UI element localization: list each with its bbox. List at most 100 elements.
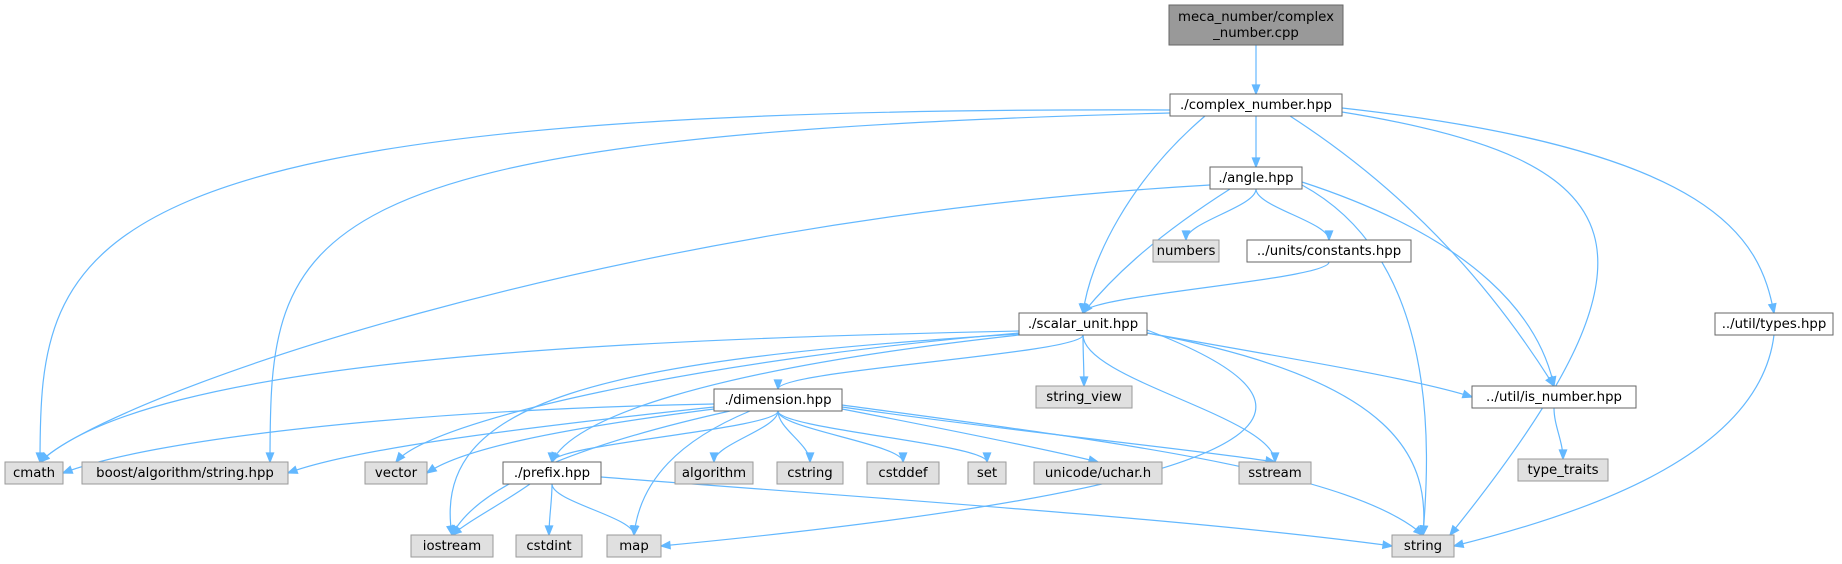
node-box <box>364 461 428 485</box>
edge-line <box>39 109 1171 463</box>
edge-line <box>777 410 904 463</box>
node-scalar_unit_hpp[interactable]: ./scalar_unit.hpp <box>1018 312 1148 336</box>
edge-arrowhead <box>1251 157 1261 169</box>
node-string_view: string_view <box>1035 385 1133 409</box>
edge-arrowhead <box>898 452 908 464</box>
edge-arrowhead <box>547 452 557 464</box>
node-label: _number.cpp <box>1212 26 1299 41</box>
node-label: sstream <box>1248 466 1302 481</box>
node-numbers: numbers <box>1152 239 1220 263</box>
edge-line <box>426 408 715 474</box>
edge-line <box>269 112 1171 463</box>
edge-scalar_unit_hpp-to-map <box>659 329 1257 550</box>
node-angle_hpp[interactable]: ./angle.hpp <box>1209 166 1303 190</box>
edge-arrowhead <box>773 379 783 391</box>
node-type_traits: type_traits <box>1517 458 1609 482</box>
node-box <box>515 534 583 558</box>
edge-line <box>551 334 1020 463</box>
edge-scalar_unit_hpp-to-string <box>1146 332 1429 537</box>
edge-line <box>1185 188 1257 241</box>
node-label: numbers <box>1157 244 1216 259</box>
node-label: ./dimension.hpp <box>724 393 831 408</box>
node-box <box>713 388 843 412</box>
edge-line <box>1146 332 1425 536</box>
edge-dimension_hpp-to-algorithm <box>709 410 779 464</box>
edge-units_constants_hpp-to-scalar_unit_hpp <box>1078 261 1330 315</box>
edge-arrowhead <box>1547 375 1557 388</box>
edge-complex_number_hpp-to-angle_hpp <box>1251 116 1261 169</box>
node-box <box>1238 461 1312 485</box>
edge-line <box>777 334 1084 390</box>
node-prefix_hpp[interactable]: ./prefix.hpp <box>502 461 602 485</box>
edge-arrowhead <box>1452 539 1465 549</box>
edge-util_types_hpp-to-string <box>1452 334 1775 549</box>
node-units_constants_hpp[interactable]: ../units/constants.hpp <box>1246 239 1412 263</box>
edge-complex_number_hpp-to-string <box>1341 111 1599 537</box>
node-box <box>1714 312 1834 336</box>
node-util_types_hpp[interactable]: ../util/types.hpp <box>1714 312 1834 336</box>
node-sstream: sstream <box>1238 461 1312 485</box>
node-box <box>1391 534 1455 558</box>
edge-arrowhead <box>61 465 74 474</box>
edge-arrowhead <box>659 540 671 550</box>
edge-line <box>449 333 1020 536</box>
edge-arrowhead <box>1251 84 1261 96</box>
node-cstddef: cstddef <box>866 461 940 485</box>
edge-line <box>1341 107 1775 314</box>
edge-line <box>39 330 1020 463</box>
node-label: boost/algorithm/string.hpp <box>96 466 274 481</box>
node-dimension_hpp[interactable]: ./dimension.hpp <box>713 388 843 412</box>
node-label: cstring <box>787 466 832 481</box>
edge-line <box>62 403 715 474</box>
node-box <box>866 461 940 485</box>
edge-line <box>777 410 811 463</box>
edge-line <box>660 329 1257 547</box>
node-vector: vector <box>364 461 428 485</box>
node-label: string_view <box>1046 390 1122 405</box>
edge-arrowhead <box>629 525 639 537</box>
edge-prefix_hpp-to-cstdint <box>544 483 554 537</box>
edge-line <box>1082 188 1231 314</box>
node-label: iostream <box>423 539 481 554</box>
edge-root-to-complex_number_hpp <box>1251 45 1261 96</box>
node-label: cmath <box>13 466 55 481</box>
edge-angle_hpp-to-numbers <box>1181 188 1257 242</box>
node-label: unicode/uchar.h <box>1045 466 1151 481</box>
edge-arrowhead <box>265 452 275 464</box>
node-root[interactable]: meca_number/complex_number.cpp <box>1168 4 1344 46</box>
edge-arrowhead <box>982 452 992 464</box>
edge-dimension_hpp-to-boost_algorithm_string_hpp <box>286 406 715 474</box>
edge-dimension_hpp-to-cmath <box>61 403 715 474</box>
edge-arrowhead <box>1412 525 1425 537</box>
edge-line <box>39 184 1211 463</box>
edge-arrowhead <box>394 451 406 464</box>
edge-scalar_unit_hpp-to-sstream <box>1082 334 1280 464</box>
node-label: ../units/constants.hpp <box>1257 244 1401 259</box>
edge-arrowhead <box>1461 389 1474 399</box>
node-cstdint: cstdint <box>515 534 583 558</box>
node-box <box>1033 461 1163 485</box>
node-box <box>674 461 754 485</box>
edge-line <box>777 410 988 463</box>
node-map: map <box>606 534 662 558</box>
edge-prefix_hpp-to-map <box>551 483 639 537</box>
node-box <box>1209 166 1303 190</box>
node-label: vector <box>375 466 418 481</box>
edge-scalar_unit_hpp-to-cmath <box>38 330 1020 464</box>
node-complex_number_hpp[interactable]: ./complex_number.hpp <box>1169 93 1343 117</box>
node-box <box>502 461 602 485</box>
edge-line <box>551 483 635 536</box>
node-box <box>1018 312 1148 336</box>
edge-prefix_hpp-to-string <box>600 476 1394 550</box>
edge-line <box>1301 181 1555 387</box>
edge-angle_hpp-to-string <box>1301 184 1429 537</box>
edge-angle_hpp-to-units_constants_hpp <box>1255 188 1334 242</box>
node-box <box>1169 93 1343 117</box>
node-iostream: iostream <box>410 534 494 558</box>
edge-arrowhead <box>1324 230 1334 242</box>
edge-arrowhead <box>1270 452 1280 464</box>
edge-arrowhead <box>709 452 719 464</box>
edge-line <box>451 483 531 536</box>
node-util_is_number_hpp[interactable]: ../util/is_number.hpp <box>1471 385 1637 409</box>
edge-dimension_hpp-to-cstddef <box>777 410 908 464</box>
